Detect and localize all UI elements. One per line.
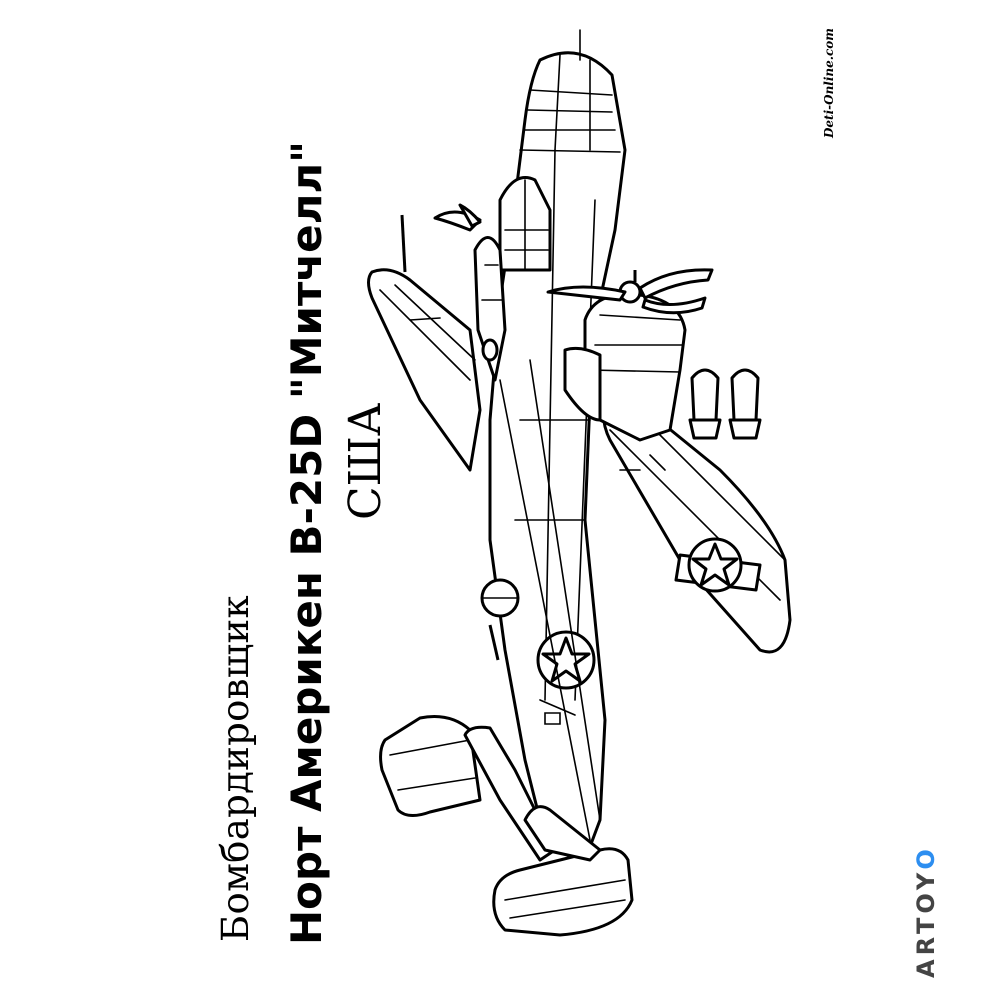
- waist-gun-bubble: [480, 578, 520, 661]
- site-watermark: Deti-Online.com: [822, 28, 836, 138]
- aircraft-type-caption: Бомбардировщик: [214, 595, 257, 942]
- antenna-wires: [499, 359, 601, 841]
- fuselage-star-insignia: [536, 630, 596, 690]
- left-wing: [367, 268, 482, 472]
- wing-star-insignia: [674, 537, 762, 593]
- logo-main-text: ARTOY: [912, 869, 940, 978]
- bombs: [688, 368, 762, 440]
- country-caption: США: [340, 402, 391, 520]
- right-stabilizer: [492, 847, 634, 937]
- cockpit-canopy: [498, 176, 552, 272]
- tail-fins: [463, 725, 602, 862]
- fuselage: [488, 29, 627, 862]
- right-engine: [546, 268, 714, 442]
- artoyo-logo: ARTOYO: [912, 845, 940, 978]
- left-engine: [400, 203, 507, 382]
- logo-accent-text: O: [912, 845, 940, 870]
- aircraft-name-caption: Норт Америкен B-25D "Митчелл": [282, 140, 331, 945]
- left-stabilizer: [379, 715, 482, 817]
